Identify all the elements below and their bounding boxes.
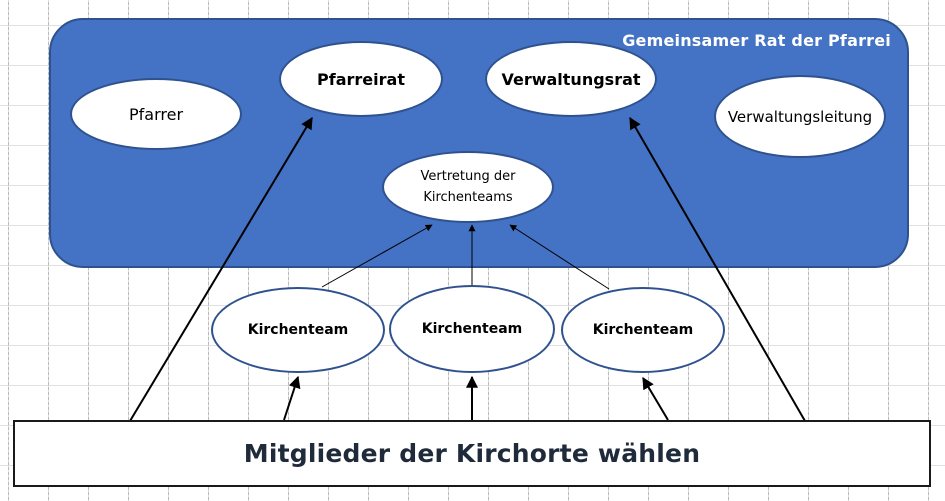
members-box: Mitglieder der Kirchorte wählen	[13, 420, 931, 487]
arrow-members-to-kirchenteam-right	[642, 376, 669, 421]
oval-verwaltungsrat: Verwaltungsrat	[485, 41, 657, 117]
pfarreirat-label: Pfarreirat	[317, 69, 405, 89]
kirchenteam-right-label: Kirchenteam	[592, 322, 694, 338]
arrow-kirchenteam-right-to-vertretung	[509, 224, 610, 290]
kirchenteam-left-label: Kirchenteam	[247, 322, 349, 338]
oval-vertretung-der-kirchenteams: Vertretung der Kirchenteams	[382, 151, 554, 223]
kirchenteam-center-label: Kirchenteam	[421, 321, 523, 337]
arrow-members-to-verwaltungsrat	[629, 116, 806, 422]
verwaltungsrat-label: Verwaltungsrat	[501, 69, 641, 89]
vertretung-label-line1: Vertretung der	[420, 169, 516, 184]
verwaltungsleitung-label: Verwaltungsleitung	[727, 107, 873, 126]
oval-kirchenteam-center: Kirchenteam	[389, 285, 555, 373]
oval-kirchenteam-left: Kirchenteam	[211, 287, 385, 373]
arrow-members-to-pfarreirat	[129, 116, 313, 422]
oval-verwaltungsleitung: Verwaltungsleitung	[714, 75, 886, 158]
members-label: Mitglieder der Kirchorte wählen	[243, 439, 701, 468]
arrow-members-to-kirchenteam-left	[283, 375, 301, 421]
oval-pfarreirat: Pfarreirat	[279, 41, 443, 117]
vertretung-label-line2: Kirchenteams	[423, 190, 513, 205]
oval-kirchenteam-right: Kirchenteam	[561, 287, 725, 373]
pfarrer-label: Pfarrer	[128, 104, 184, 124]
council-title: Gemeinsamer Rat der Pfarrei	[622, 31, 891, 50]
oval-pfarrer: Pfarrer	[70, 78, 242, 150]
arrow-kirchenteam-left-to-vertretung	[321, 224, 433, 288]
